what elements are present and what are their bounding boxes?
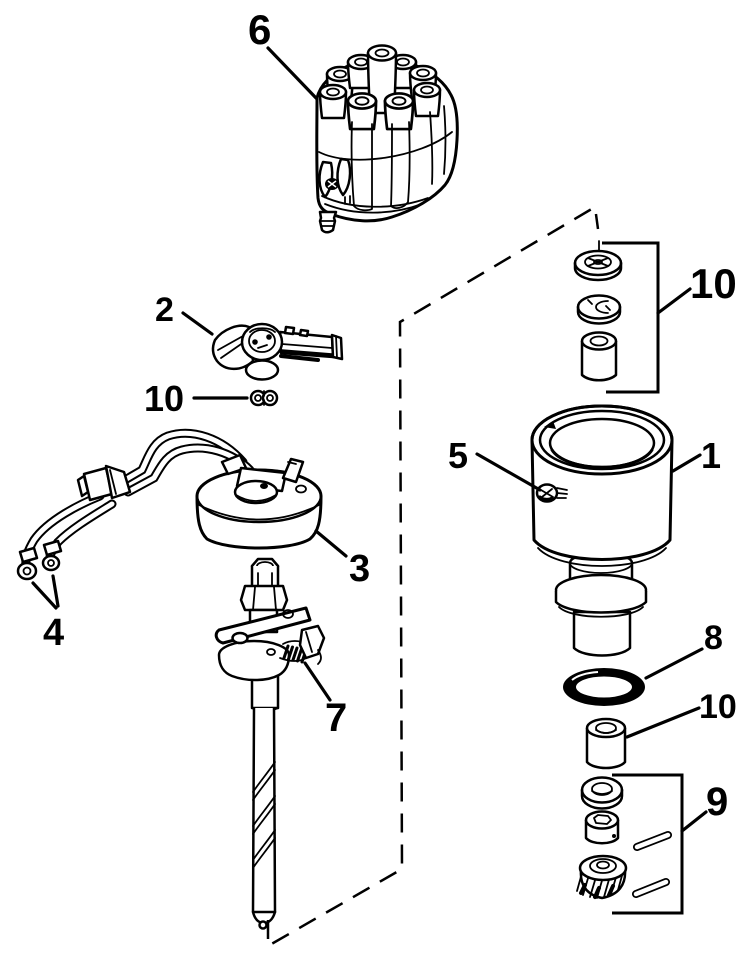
callout-oring-label: 8 [704,619,723,657]
bracket-upper-kit [602,241,660,394]
callout-gear-kit-label: 9 [706,780,728,824]
oring [563,668,645,706]
bracket-gear-kit [612,773,684,915]
gear-kit [576,776,672,900]
callout-rotor-label: 2 [155,291,174,329]
dashed-boundary-line [266,204,600,949]
drive-shaft-assembly [214,557,326,930]
callout-lower-bushing-label: 10 [699,688,737,726]
callout-rotor-clip-label: 10 [144,378,184,419]
roll-pin [632,878,670,898]
ring-terminal [41,539,63,572]
trigger-housing [195,453,323,550]
cap-latch-detail [318,157,352,205]
leader-lines [31,46,708,833]
housing-screw [535,483,568,503]
ring-terminal [16,546,39,581]
rotor [211,322,344,381]
distributor-housing [530,404,674,657]
callout-leads-label: 4 [43,612,64,654]
wire-connector [76,464,132,502]
cap-bottom-stud [318,210,338,234]
callout-trigger-label: 3 [349,548,370,590]
callout-labels: 6 2 10 3 4 5 1 10 8 7 10 9 [43,6,737,824]
roll-pin [633,831,672,851]
lower-bushing [585,717,627,770]
callout-shaft-label: 7 [325,696,347,740]
callout-upper-kit-label: 10 [690,260,737,307]
callout-screw-label: 5 [448,435,468,476]
upper-washer-kit [573,240,623,382]
callout-cap-label: 6 [248,6,271,53]
rotor-clip [249,389,279,407]
drive-gear [576,854,628,900]
lead-wires [16,428,255,581]
distributor-cap [315,44,459,234]
callout-housing-label: 1 [701,435,721,476]
